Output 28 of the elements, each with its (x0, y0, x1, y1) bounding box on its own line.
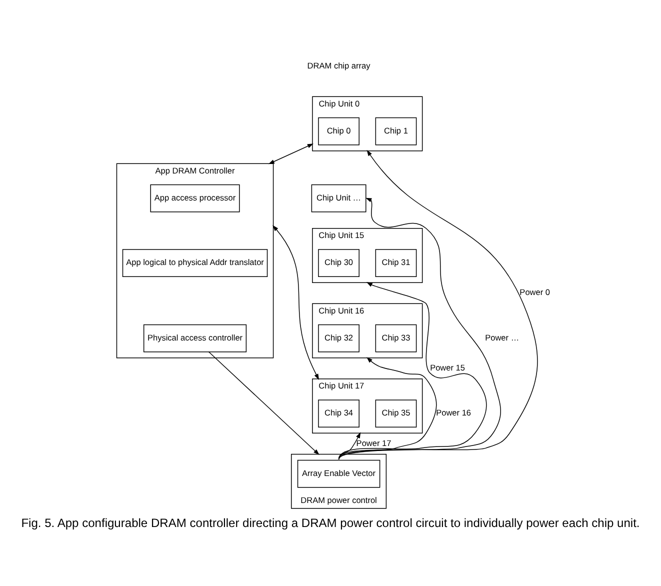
arrow (208, 351, 320, 454)
node-box: Chip 0 (318, 116, 360, 145)
arrow (338, 149, 538, 460)
arrow (268, 143, 314, 164)
node-box: Chip 1 (375, 116, 417, 145)
edge-label: Power 17 (356, 438, 392, 448)
edge-label: Power 15 (430, 363, 466, 372)
node-box: Chip 35 (375, 399, 417, 427)
label: DRAM chip array (307, 61, 370, 70)
arrow (338, 282, 487, 460)
node-box: Chip 30 (318, 248, 360, 276)
node-box: Chip Unit … (311, 184, 366, 212)
node-box: App access processor (150, 184, 240, 212)
edge-label: Power … (485, 332, 520, 342)
caption: Fig. 5. App configurable DRAM controller directing a DRAM power control circuit to individually power each chip unit. (21, 516, 640, 530)
arrow (338, 197, 502, 460)
node-box: Chip 33 (375, 324, 417, 352)
edge-label: Power 0 (520, 288, 550, 297)
edge-label: Power 16 (436, 408, 472, 418)
node-box: App logical to physical Addr translator (122, 248, 268, 276)
node-box: Chip 34 (318, 399, 360, 427)
node-box: Chip 31 (375, 248, 417, 276)
arrow (338, 356, 437, 460)
node-box: Chip 32 (318, 324, 360, 352)
arrow (272, 224, 320, 380)
node-box: Physical access controller (143, 324, 247, 352)
arrow (338, 432, 361, 460)
node-box: Array Enable Vector (297, 459, 380, 488)
